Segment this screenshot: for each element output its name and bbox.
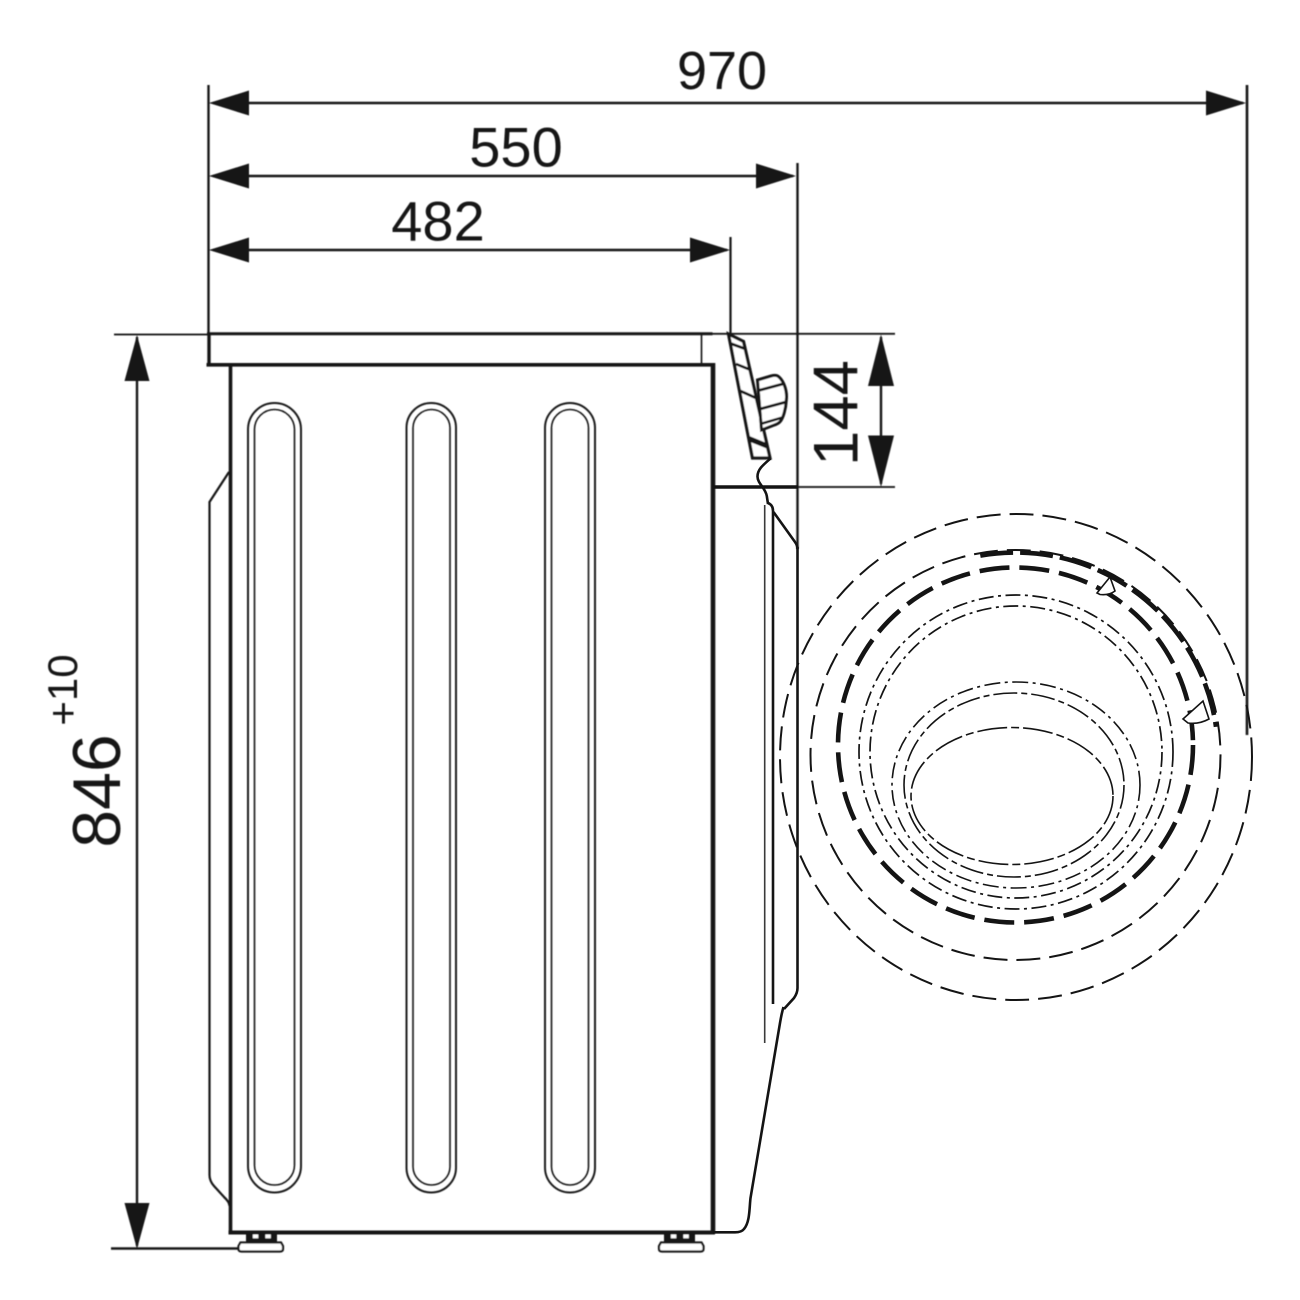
svg-text:144: 144 [802,360,872,466]
svg-text:482: 482 [391,190,484,253]
svg-text:970: 970 [677,41,767,101]
svg-text:550: 550 [469,116,562,179]
svg-text:846: 846 [59,734,135,847]
svg-text:+10: +10 [39,654,86,725]
